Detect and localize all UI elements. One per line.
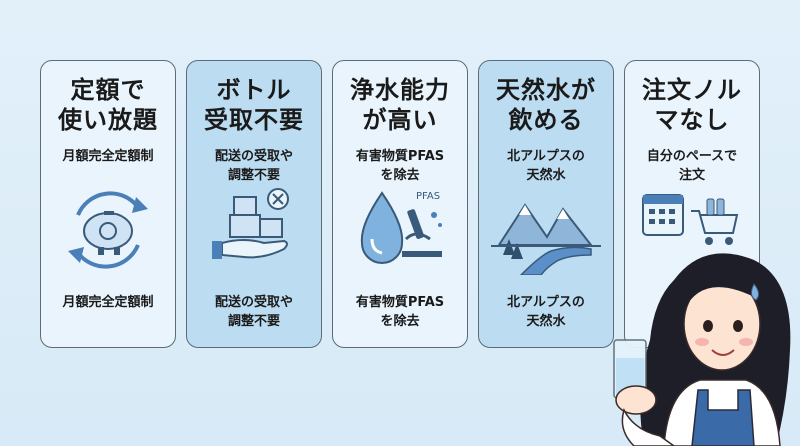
calendar-cart-icon [642, 194, 739, 245]
woman-holding-water-glass-illustration [613, 253, 791, 446]
card-subtitle-top: 北アルプスの天然水 [507, 149, 585, 183]
card-title: 浄水能力が高い [350, 76, 450, 134]
card-subtitle-bottom: 配送の受取や調整不要 [214, 295, 293, 329]
feature-card-natural-water: 天然水が飲める 北アルプスの天然水 北アルプスの天然水 [478, 60, 614, 348]
card-subtitle-top: 月額完全定額制 [62, 149, 154, 164]
card-title: 天然水が飲める [496, 76, 596, 134]
water-drop-microscope-icon: PFAS [360, 191, 442, 264]
feature-card-no-bottle: ボトル受取不要 配送の受取や調整不要 配送の受取や調整不要 [186, 60, 322, 348]
feature-card-flat-rate: 定額で使い放題 月額完全定額制 月額完全定額制 [40, 60, 176, 348]
card-subtitle-top: 自分のペースで注文 [646, 149, 738, 183]
piggy-bank-cycle-icon [68, 191, 148, 269]
mountain-river-icon [491, 203, 601, 275]
card-title: ボトル受取不要 [204, 76, 304, 134]
card-subtitle-bottom: 北アルプスの天然水 [507, 295, 585, 329]
card-subtitle-bottom: 月額完全定額制 [62, 295, 154, 310]
card-subtitle-top: 配送の受取や調整不要 [214, 149, 293, 183]
hand-boxes-icon [212, 188, 289, 259]
svg-text:PFAS: PFAS [416, 191, 440, 202]
card-title: 定額で使い放題 [58, 76, 158, 134]
card-title: 注文ノルマなし [642, 76, 742, 134]
